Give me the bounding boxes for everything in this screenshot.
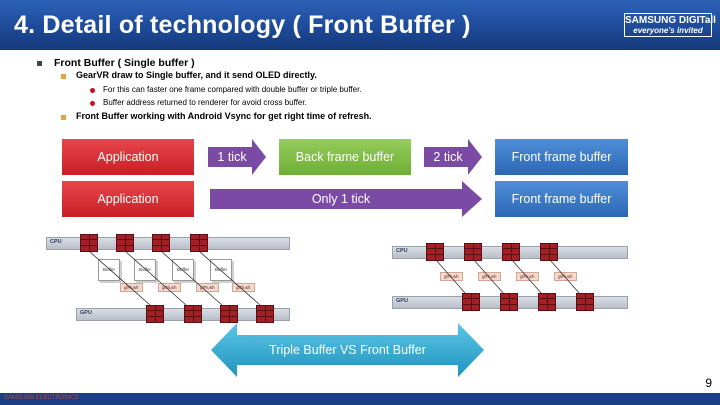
bullet-front-buffer: Front Buffer ( Single buffer ) bbox=[54, 57, 195, 69]
logo-brand: SAMSUNG DIGITall bbox=[625, 15, 716, 26]
glflush-tag: glFlush bbox=[478, 272, 501, 281]
flow-lines bbox=[435, 259, 581, 295]
cpu-frame-block bbox=[502, 243, 520, 261]
bullet-vsync: Front Buffer working with Android Vsync … bbox=[76, 111, 372, 121]
bullet-buffer-address: Buffer address returned to renderer for … bbox=[103, 98, 307, 107]
bullet-gearvr: GearVR draw to Single buffer, and it sen… bbox=[76, 70, 317, 80]
bullet-faster-frame: For this can faster one frame compared w… bbox=[103, 85, 362, 94]
cpu-frame-block bbox=[152, 234, 170, 252]
glflush-tag: glFlush bbox=[120, 283, 143, 292]
gpu-label: GPU bbox=[396, 298, 408, 304]
flow-lines bbox=[89, 251, 261, 306]
gpu-frame-block bbox=[146, 305, 164, 323]
gpu-frame-block bbox=[184, 305, 202, 323]
gpu-frame-block bbox=[256, 305, 274, 323]
glflush-tag: glFlush bbox=[440, 272, 463, 281]
double-arrow bbox=[211, 323, 484, 377]
tick-arrow bbox=[424, 139, 482, 175]
bullet-orange-icon bbox=[61, 115, 66, 120]
cpu-frame-block bbox=[464, 243, 482, 261]
cpu-frame-block bbox=[80, 234, 98, 252]
gpu-frame-block bbox=[500, 293, 518, 311]
glflush-tag: glFlush bbox=[232, 283, 255, 292]
only-one-tick-arrow bbox=[210, 181, 482, 217]
gpu-frame-block bbox=[576, 293, 594, 311]
samsung-logo: SAMSUNG DIGITall everyone's invited bbox=[624, 13, 716, 37]
tick-arrow bbox=[208, 139, 266, 175]
glflush-tag: glFlush bbox=[158, 283, 181, 292]
slide-title: 4. Detail of technology ( Front Buffer ) bbox=[14, 11, 471, 39]
page-number: 9 bbox=[705, 376, 712, 390]
cpu-frame-block bbox=[190, 234, 208, 252]
footer-text: SAMSUNG ELECTRONICS bbox=[4, 395, 79, 401]
bullet-dot-icon bbox=[90, 88, 95, 93]
back-frame-buffer-box: Back frame buffer bbox=[279, 139, 411, 175]
comparison-label: Triple Buffer VS Front Buffer bbox=[269, 343, 426, 357]
front-frame-buffer-box: Front frame buffer bbox=[495, 139, 628, 175]
buffer-card: Buffer bbox=[98, 259, 120, 281]
application-box: Application bbox=[62, 139, 194, 175]
logo-tagline: everyone's invited bbox=[633, 26, 703, 35]
gpu-frame-block bbox=[462, 293, 480, 311]
gpu-frame-block bbox=[220, 305, 238, 323]
gpu-label: GPU bbox=[80, 310, 92, 316]
bullet-orange-icon bbox=[61, 74, 66, 79]
footer-bar: SAMSUNG ELECTRONICS bbox=[0, 393, 720, 405]
tick2-label: 2 tick bbox=[433, 150, 463, 164]
cpu-frame-block bbox=[540, 243, 558, 261]
bullet-square-icon bbox=[37, 61, 42, 66]
tick1-label: 1 tick bbox=[217, 150, 247, 164]
buffer-card: Buffer bbox=[134, 259, 156, 281]
gpu-frame-block bbox=[538, 293, 556, 311]
bullet-dot-icon bbox=[90, 101, 95, 106]
cpu-label: CPU bbox=[50, 239, 62, 245]
cpu-frame-block bbox=[426, 243, 444, 261]
front-frame-buffer-box: Front frame buffer bbox=[495, 181, 628, 217]
title-bar: 4. Detail of technology ( Front Buffer )… bbox=[0, 0, 720, 50]
glflush-tag: glFlush bbox=[516, 272, 539, 281]
glflush-tag: glFlush bbox=[554, 272, 577, 281]
cpu-label: CPU bbox=[396, 248, 408, 254]
cpu-frame-block bbox=[116, 234, 134, 252]
application-box: Application bbox=[62, 181, 194, 217]
only-one-tick-label: Only 1 tick bbox=[311, 192, 371, 206]
